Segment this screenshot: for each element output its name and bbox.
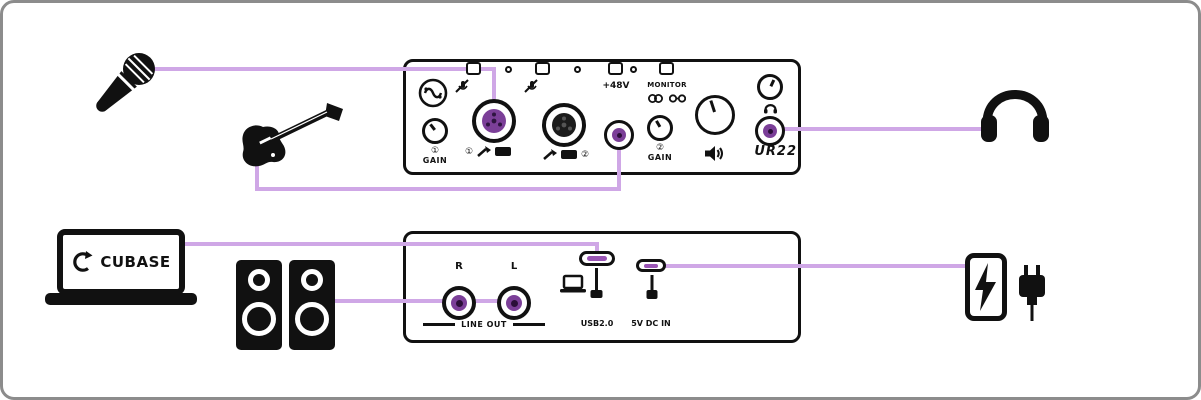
line-out-r-plug	[451, 295, 467, 311]
plug-icon	[477, 146, 492, 157]
woofer-icon	[242, 302, 276, 336]
laptop-screen: CUBASE	[57, 229, 185, 295]
power-cable	[663, 264, 967, 268]
phones-plug	[763, 124, 777, 138]
gain1-knob	[422, 118, 448, 144]
usb-cable-h	[183, 242, 597, 246]
stereo-icon	[648, 94, 663, 103]
mic-line-badge-1	[495, 147, 512, 156]
tweeter-icon	[248, 269, 270, 291]
guitar-plug	[612, 128, 626, 142]
speaker-right	[289, 260, 335, 350]
dc-label: 5V DC IN	[631, 319, 671, 328]
line-out-r-jack	[442, 286, 476, 320]
peak-led-2	[574, 66, 581, 73]
usb-port-slot	[587, 256, 607, 261]
mic-line-badge-2	[561, 150, 577, 159]
combo-jack-1	[472, 99, 516, 143]
output-knob	[695, 95, 735, 135]
hi-z-jack	[604, 120, 634, 150]
right-channel-label: R	[455, 261, 463, 272]
plug-icon	[543, 149, 557, 160]
line-out-label: LINE OUT	[423, 320, 545, 329]
gain2-label: ② GAIN	[647, 143, 673, 162]
mono-icon	[669, 94, 686, 103]
woofer-icon	[295, 302, 329, 336]
microphone-icon	[96, 53, 155, 112]
guitar-cable-v1	[255, 153, 259, 191]
laptop-base	[45, 293, 197, 305]
mic-slash-icon	[455, 79, 469, 93]
input2-pad-switch	[535, 62, 550, 75]
headphones-cable	[770, 127, 983, 131]
mic-slash-icon	[524, 79, 538, 93]
peak-led-1	[505, 66, 512, 73]
input1-pad-switch	[466, 62, 481, 75]
steinberg-logo-icon	[418, 78, 448, 108]
gain2-knob	[647, 115, 673, 141]
lightning-icon	[975, 263, 996, 311]
speaker-left	[236, 260, 282, 350]
phantom-led	[630, 66, 637, 73]
combo-jack-2	[542, 103, 586, 147]
usb-label: USB2.0	[580, 319, 614, 328]
left-channel-label: L	[510, 261, 518, 272]
speaker-volume-icon	[705, 146, 723, 161]
input1-caption: ①	[465, 146, 512, 157]
dc-port-slot	[644, 263, 658, 268]
front-panel	[403, 59, 801, 175]
phantom-label: +48V	[602, 81, 630, 91]
guitar-icon	[242, 103, 343, 167]
tweeter-icon	[301, 269, 323, 291]
input1-number: ①	[465, 146, 474, 157]
model-label: UR22	[754, 144, 797, 159]
laptop-brand: CUBASE	[100, 253, 171, 271]
power-adapter-icon	[965, 253, 1007, 321]
cubase-logo-icon	[73, 251, 93, 272]
input2-caption: ②	[543, 149, 589, 160]
phantom-switch	[608, 62, 623, 75]
line-out-l-jack	[497, 286, 531, 320]
guitar-cable-h	[255, 187, 621, 191]
dc-plug-icon	[646, 275, 658, 299]
usb-plug-icon	[1019, 265, 1045, 321]
dc-port	[636, 259, 666, 272]
input2-number: ②	[581, 149, 590, 160]
phones-knob	[757, 74, 783, 100]
phones-jack	[755, 116, 785, 146]
line-out-l-plug	[506, 295, 522, 311]
guitar-cable-v2	[617, 135, 621, 191]
mic-cable-h	[149, 67, 496, 71]
monitor-switch	[659, 62, 674, 75]
monitor-label: MONITOR	[647, 81, 687, 89]
gain1-label: ① GAIN	[422, 146, 448, 165]
mic-cable-v	[492, 69, 496, 125]
usb-port	[579, 251, 615, 266]
headphones-icon	[981, 90, 1049, 142]
headphones-mini-icon	[764, 104, 777, 114]
usb-connection-icon	[560, 268, 603, 298]
speaker-cable	[333, 299, 516, 303]
